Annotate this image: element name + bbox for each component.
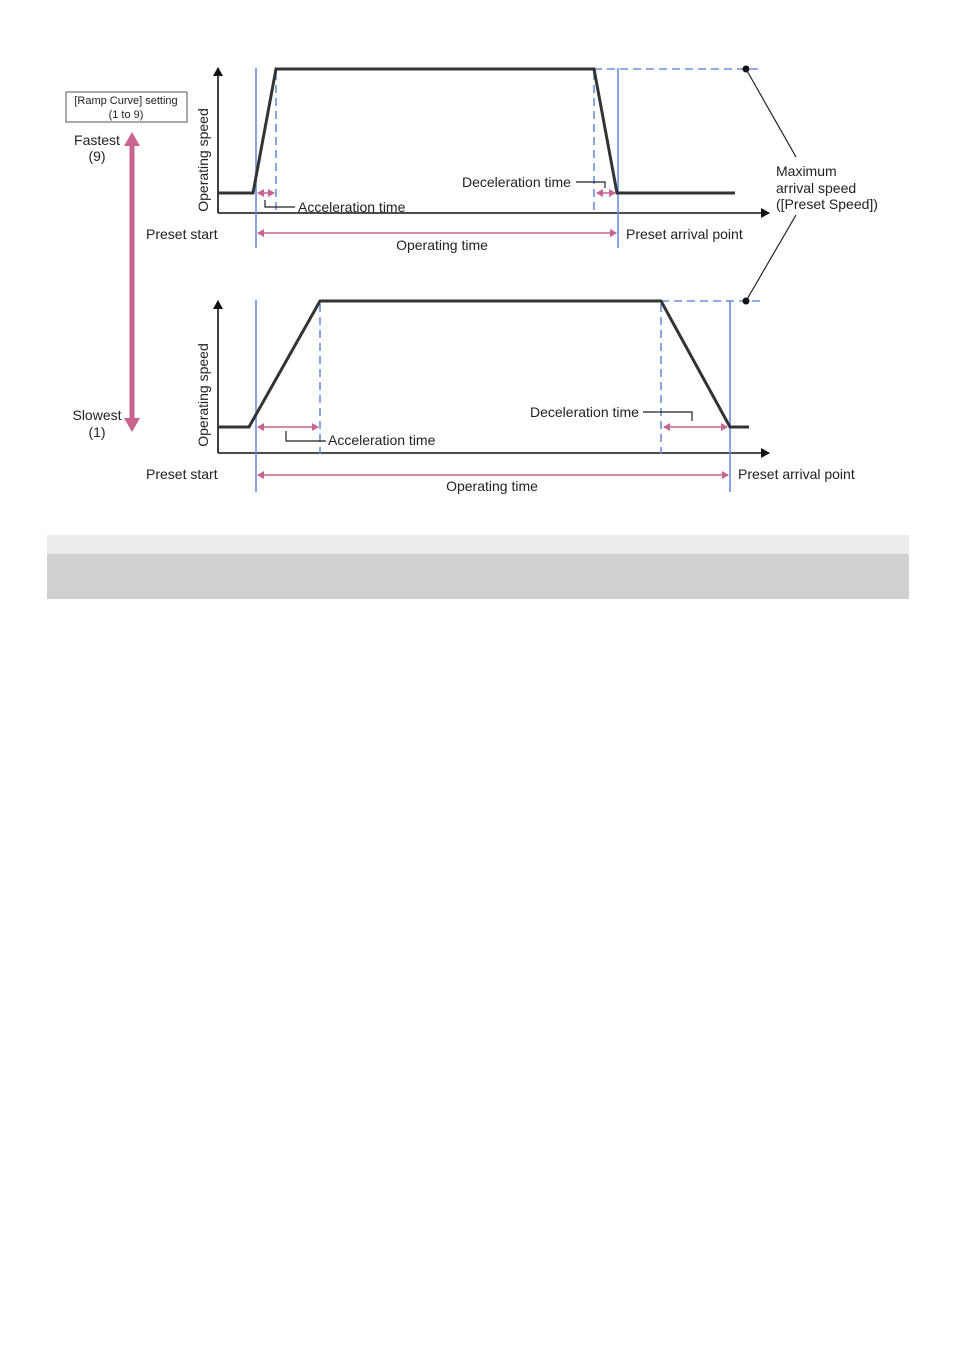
bottom-preset-start-label: Preset start [146,466,218,482]
top-y-axis-label: Operating speed [195,108,211,212]
fastest-value: (9) [88,148,105,164]
top-accel-leader [264,200,295,208]
bottom-deceleration-label: Deceleration time [530,404,639,420]
bottom-chart: Operating speed Acceleration time Decele… [146,299,855,494]
bottom-speed-curve [218,299,749,429]
max-speed-line3: ([Preset Speed]) [776,196,878,212]
bottom-y-axis-label: Operating speed [195,343,211,447]
top-preset-start-label: Preset start [146,226,218,242]
bottom-accel-leader [285,431,326,442]
arrow-up-icon [124,132,140,146]
max-speed-callout: Maximum arrival speed ([Preset Speed]) [742,65,878,305]
bottom-max-leader [745,214,797,302]
bottom-decel-leader [643,411,693,421]
top-acceleration-label: Acceleration time [298,199,406,215]
bottom-acceleration-label: Acceleration time [328,432,436,448]
top-max-leader [745,68,797,158]
arrow-down-icon [124,418,140,432]
section-bar [47,554,909,599]
max-speed-line2: arrival speed [776,180,856,196]
section-bar-light [47,535,909,554]
speed-scale-arrow [124,132,140,432]
top-operating-time-label: Operating time [396,237,488,253]
bottom-preset-arrival-label: Preset arrival point [738,466,855,482]
top-preset-arrival-label: Preset arrival point [626,226,743,242]
top-deceleration-label: Deceleration time [462,174,571,190]
ramp-box-line2: (1 to 9) [109,109,144,121]
ramp-box-line1: [Ramp Curve] setting [74,95,177,107]
bottom-operating-time-label: Operating time [446,478,538,494]
slowest-label: Slowest [72,407,121,423]
top-decel-leader [576,181,606,188]
fastest-label: Fastest [74,132,120,148]
max-speed-line1: Maximum [776,163,837,179]
ramp-curve-diagram: [Ramp Curve] setting (1 to 9) Fastest (9… [65,65,878,494]
top-speed-curve [218,67,735,195]
top-chart: Operating speed Acceleration time Decele… [146,67,770,253]
ramp-curve-setting-box: [Ramp Curve] setting (1 to 9) [65,91,188,123]
slowest-value: (1) [88,424,105,440]
